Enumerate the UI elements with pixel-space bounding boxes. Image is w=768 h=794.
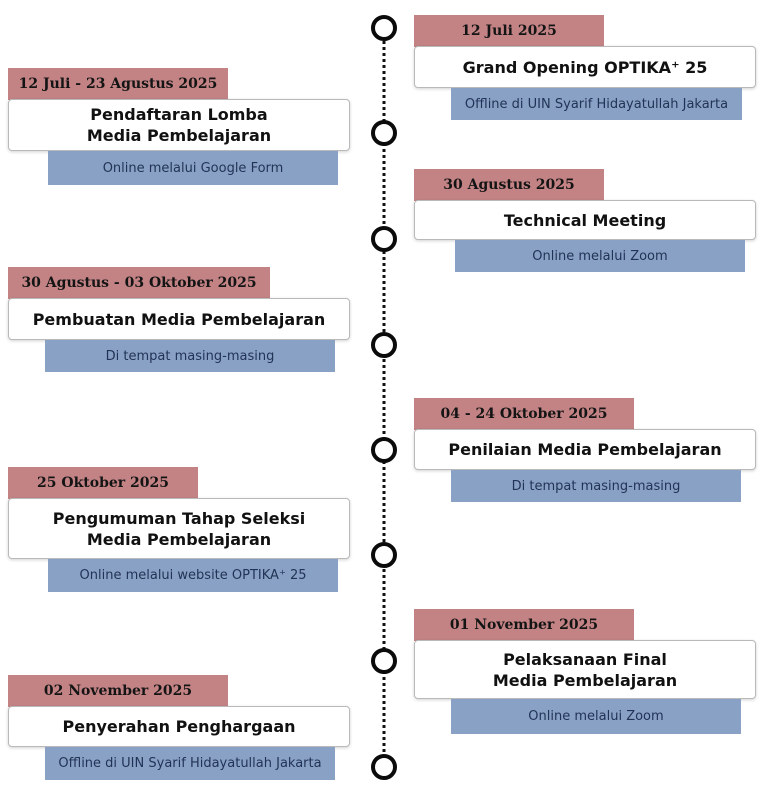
event-date: 12 Juli - 23 Agustus 2025 [8,68,228,100]
event-date: 01 November 2025 [414,609,634,641]
event-detail: Di tempat masing-masing [45,340,335,372]
event-detail: Online melalui Zoom [455,240,745,272]
event-title-box: Penyerahan Penghargaan [8,706,350,747]
event-date: 04 - 24 Oktober 2025 [414,398,634,430]
event-detail: Offline di UIN Syarif Hidayatullah Jakar… [45,747,335,780]
event-title: Pelaksanaan Final Media Pembelajaran [492,649,678,690]
event-date: 25 Oktober 2025 [8,467,198,499]
timeline-node [371,754,397,780]
event-title: Pembuatan Media Pembelajaran [32,309,326,329]
timeline-node [371,15,397,41]
timeline-node [371,120,397,146]
event-title: Penyerahan Penghargaan [62,717,296,736]
event-date: 12 Juli 2025 [414,15,604,47]
event-title-box: Pengumuman Tahap Seleksi Media Pembelaja… [8,498,350,559]
timeline-node [371,542,397,568]
event-date: 30 Agustus 2025 [414,169,604,201]
event-title-box: Technical Meeting [414,200,756,240]
event-title-box: Pelaksanaan Final Media Pembelajaran [414,640,756,699]
timeline-node [371,332,397,358]
event-title-box: Grand Opening OPTIKA⁺ 25 [414,46,756,88]
event-title: Penilaian Media Pembelajaran [448,440,722,459]
event-detail: Online melalui Zoom [451,699,741,734]
event-date: 30 Agustus - 03 Oktober 2025 [8,267,270,299]
event-title: Pengumuman Tahap Seleksi Media Pembelaja… [52,508,306,549]
event-detail: Di tempat masing-masing [451,470,741,502]
event-title-box: Penilaian Media Pembelajaran [414,429,756,470]
timeline-node [371,648,397,674]
timeline-node [371,226,397,252]
event-detail: Offline di UIN Syarif Hidayatullah Jakar… [451,88,742,120]
event-detail: Online melalui website OPTIKA⁺ 25 [48,559,338,592]
event-title: Grand Opening OPTIKA⁺ 25 [462,57,708,77]
event-title-box: Pendaftaran Lomba Media Pembelajaran [8,99,350,151]
event-title-box: Pembuatan Media Pembelajaran [8,298,350,340]
event-title: Technical Meeting [503,210,667,230]
event-date: 02 November 2025 [8,675,228,707]
event-detail: Online melalui Google Form [48,151,338,185]
timeline-node [371,437,397,463]
event-title: Pendaftaran Lomba Media Pembelajaran [86,105,272,145]
timeline-axis [382,18,386,770]
